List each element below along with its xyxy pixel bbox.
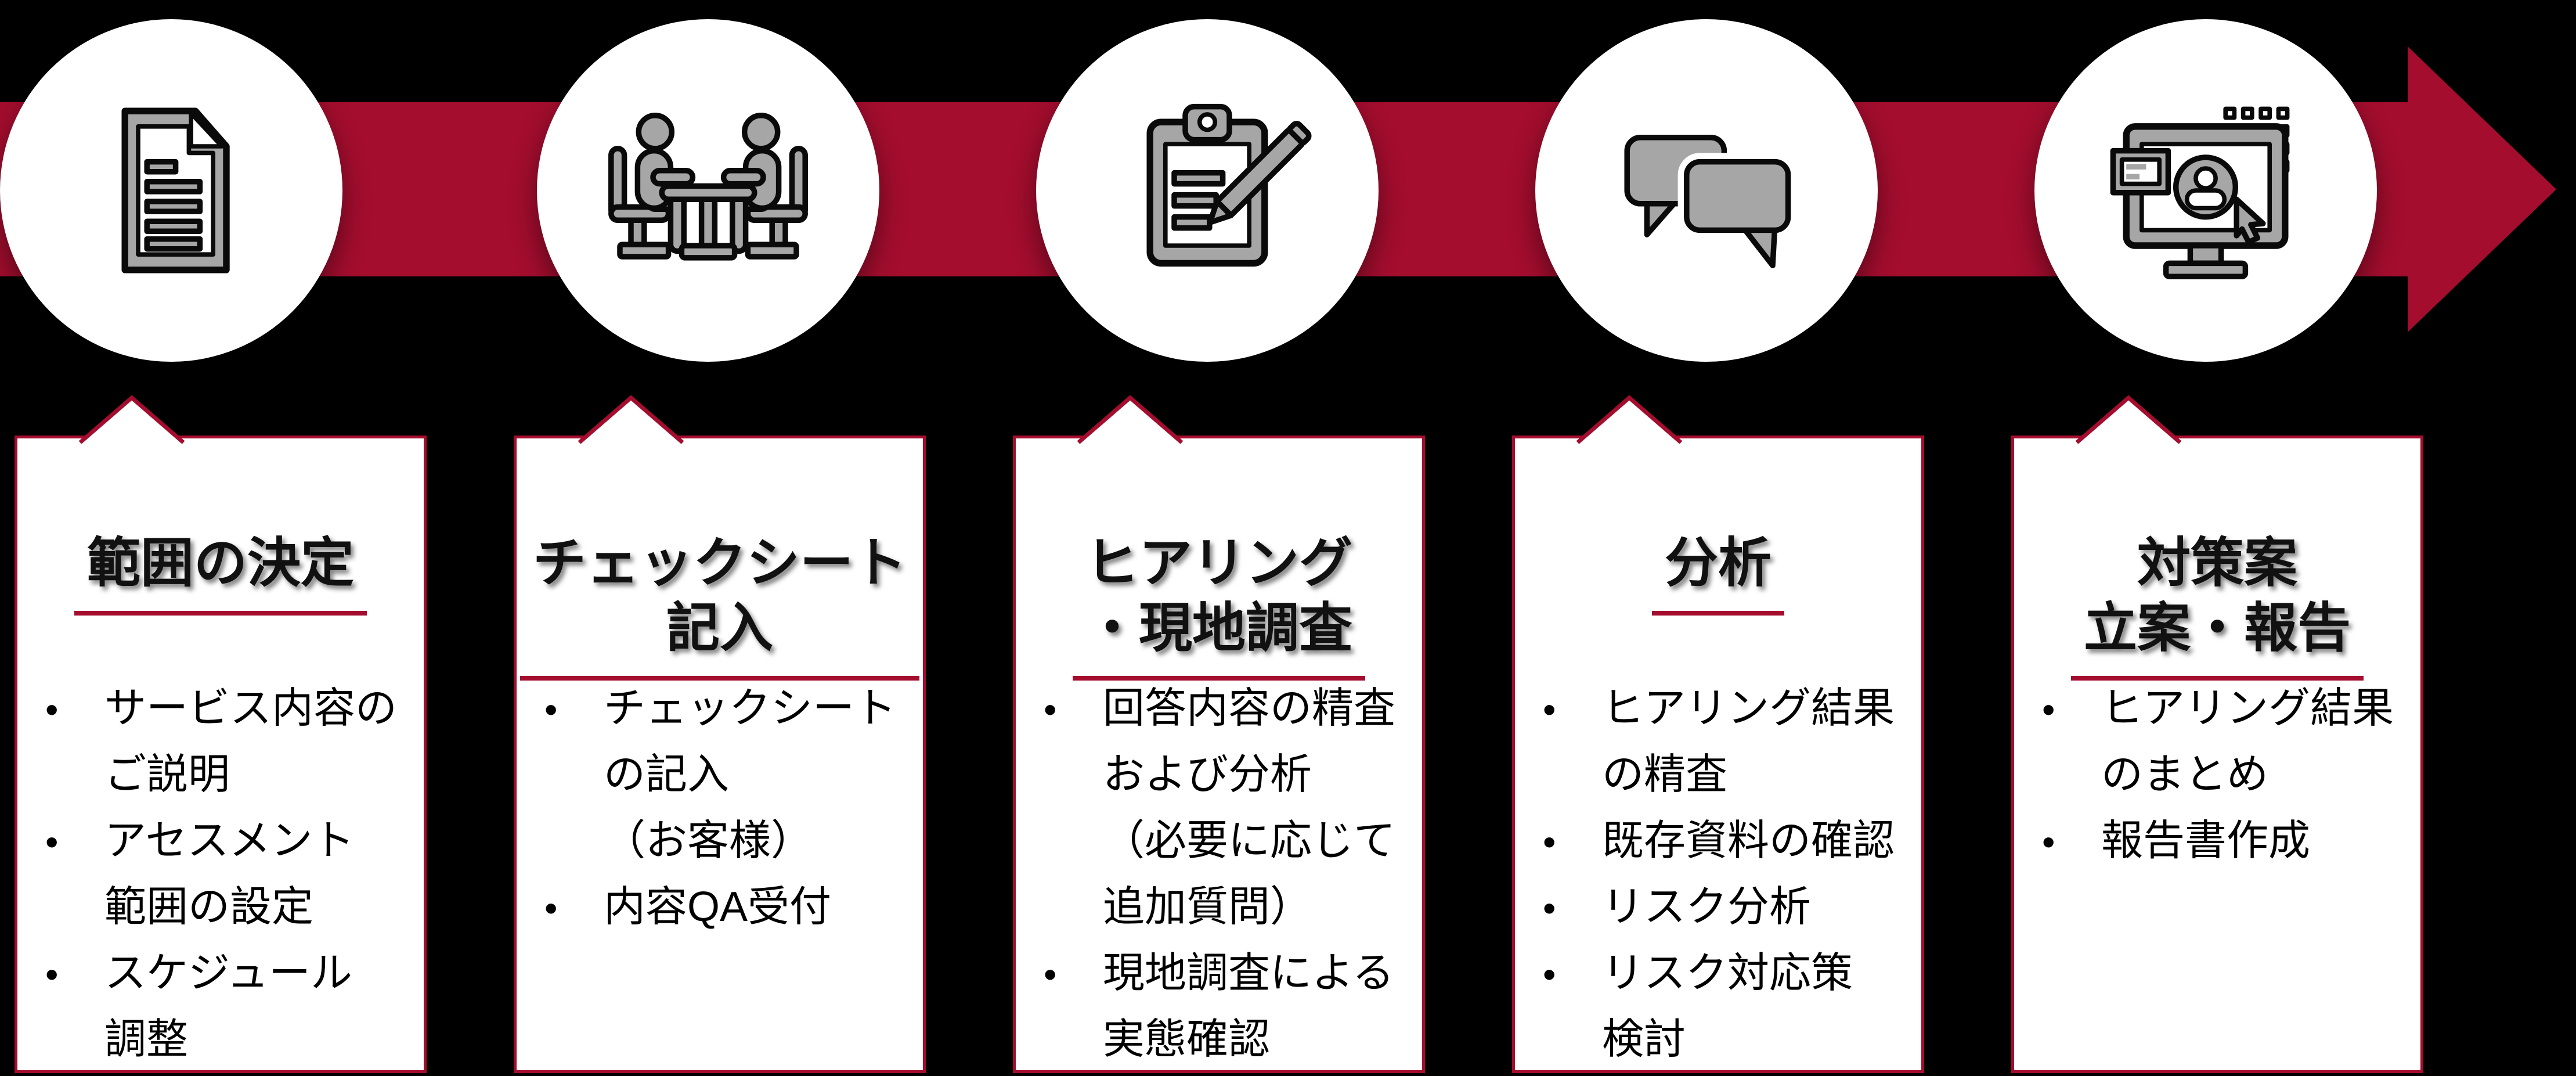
card-pointer-notch: [1576, 395, 1683, 444]
step-circle-3: [1535, 19, 1878, 362]
step-bullets: 回答内容の精査 および分析 （必要に応じて 追加質問）現地調査による 実態確認: [1016, 675, 1422, 1073]
step-card: チェックシート 記入 チェックシート の記入 （お客様）内容QA受付: [514, 395, 926, 1073]
step-title: チェックシート 記入: [519, 531, 919, 681]
bullet-item: 既存資料の確認: [1515, 808, 1906, 875]
step-circle-1: [537, 19, 879, 362]
bullet-item: サービス内容の ご説明: [17, 675, 409, 808]
card-pointer-notch: [2075, 395, 2182, 444]
cursor-icon: [2234, 196, 2266, 246]
bullet-item: リスク分析: [1515, 874, 1906, 941]
bullet-item: 報告書作成: [2014, 808, 2405, 875]
step-circle-2: [1036, 19, 1379, 362]
step-bullets: ヒアリング結果 のまとめ報告書作成: [2014, 675, 2420, 875]
step-title: 対策案 立案・報告: [2070, 531, 2364, 681]
step-card: ヒアリング ・現地調査 回答内容の精査 および分析 （必要に応じて 追加質問）現…: [1013, 395, 1425, 1073]
step-circle-4: [2034, 19, 2377, 362]
bullet-item: 回答内容の精査 および分析 （必要に応じて 追加質問）: [1016, 675, 1407, 940]
bullet-item: 内容QA受付: [517, 874, 908, 941]
card-pointer-notch: [78, 395, 185, 444]
step-bullets: チェックシート の記入 （お客様）内容QA受付: [517, 675, 923, 941]
document-report-icon: [121, 107, 230, 274]
timeline-arrowhead-icon: [2408, 46, 2556, 332]
bullet-item: ヒアリング結果 のまとめ: [2014, 675, 2405, 808]
bullet-item: チェックシート の記入 （お客様）: [517, 675, 908, 874]
mini-window-icon: [2110, 147, 2171, 196]
bullet-item: リスク対応策 検討: [1515, 940, 1906, 1073]
step-title: 範囲の決定: [74, 531, 367, 616]
chat-bubbles-icon: [1624, 135, 1797, 268]
bullet-item: 現地調査による 実態確認: [1016, 940, 1407, 1073]
card-pointer-notch: [578, 395, 684, 444]
step-card: 対策案 立案・報告 ヒアリング結果 のまとめ報告書作成: [2011, 395, 2423, 1073]
step-title-wrap: 範囲の決定: [17, 487, 424, 660]
bullet-item: スケジュール 調整: [17, 940, 409, 1073]
step-title: 分析: [1651, 531, 1784, 616]
checksheet-icon: [1146, 103, 1312, 267]
step-title-wrap: チェックシート 記入: [517, 487, 923, 725]
step-card: 分析 ヒアリング結果 の精査既存資料の確認リスク分析リスク対応策 検討: [1512, 395, 1924, 1073]
bullet-item: アセスメント 範囲の設定: [17, 808, 409, 940]
meeting-icon: [608, 113, 808, 261]
card-pointer-notch: [1077, 395, 1184, 444]
step-bullets: サービス内容の ご説明アセスメント 範囲の設定スケジュール 調整: [17, 675, 424, 1073]
monitor-analysis-icon: [2110, 106, 2290, 279]
user-avatar-icon: [2173, 154, 2239, 220]
step-card: 範囲の決定 サービス内容の ご説明アセスメント 範囲の設定スケジュール 調整: [15, 395, 427, 1073]
step-title-wrap: 分析: [1515, 487, 1921, 660]
step-bullets: ヒアリング結果 の精査既存資料の確認リスク分析リスク対応策 検討: [1515, 675, 1921, 1073]
bullet-item: ヒアリング結果 の精査: [1515, 675, 1906, 808]
step-title: ヒアリング ・現地調査: [1072, 531, 1365, 681]
step-circle-5: [0, 19, 342, 362]
